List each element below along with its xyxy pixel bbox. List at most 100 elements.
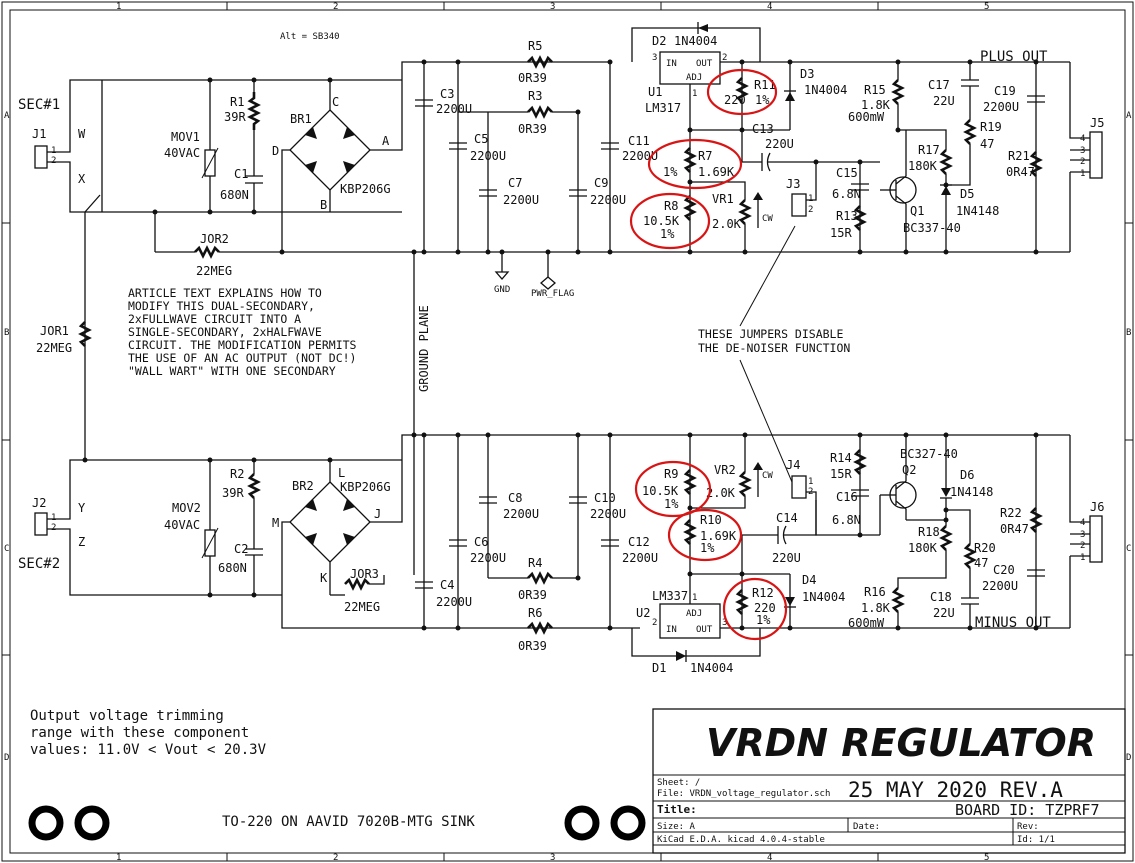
schematic-label: 6.8N <box>832 513 861 527</box>
schematic-label: ARTICLE TEXT EXPLAINS HOW TO <box>128 286 322 300</box>
schematic-label: R1 <box>230 95 244 109</box>
schematic-label: 1% <box>660 227 675 241</box>
schematic-label: C13 <box>752 122 774 136</box>
schematic-label: 180K <box>908 541 938 555</box>
schematic-label: R21 <box>1008 149 1030 163</box>
schematic-label: 1 <box>51 146 56 156</box>
bottom-filter: C4 2200U C6 2200U C8 2200U C10 2200U C12… <box>413 435 658 653</box>
col-label: 4 <box>767 853 772 863</box>
schematic-label: 40VAC <box>164 146 200 160</box>
schematic-label: 220 <box>724 93 746 107</box>
col-label: 3 <box>550 2 555 12</box>
j3-jumper <box>791 193 807 217</box>
schematic-label: ADJ <box>686 609 702 619</box>
schematic-label: Title: <box>657 803 697 816</box>
schematic-label: R9 <box>664 467 678 481</box>
schematic-label: B <box>320 198 327 212</box>
schematic-label: Output voltage trimming <box>30 708 224 724</box>
schematic-label: 2 <box>1080 541 1085 551</box>
schematic-label: 15R <box>830 467 852 481</box>
schematic-label: BC327-40 <box>900 447 958 461</box>
row-label: C <box>1126 544 1131 554</box>
schematic-label: 4 <box>1080 134 1085 144</box>
schematic-label: 1N4004 <box>674 34 717 48</box>
schematic-label: 0R39 <box>518 122 547 136</box>
schematic-label: R18 <box>918 525 940 539</box>
schematic-label: 600mW <box>848 110 885 124</box>
schematic-label: VR1 <box>712 192 734 206</box>
schematic-label: 2 <box>722 53 727 63</box>
schematic-label: CW <box>762 214 773 224</box>
schematic-label: R10 <box>700 513 722 527</box>
schematic-label: KiCad E.D.A. kicad 4.0.4-stable <box>657 835 825 845</box>
schematic-label: R8 <box>664 199 678 213</box>
schematic-label: 1 <box>692 593 697 603</box>
alt-note: Alt = SB340 <box>280 32 340 42</box>
j4-jumper <box>791 475 807 499</box>
schematic-label: 47 <box>974 556 988 570</box>
schematic-label: 220 <box>754 601 776 615</box>
schematic-label: C1 <box>234 167 248 181</box>
schematic-label: D5 <box>960 187 974 201</box>
schematic-label: J5 <box>1090 116 1104 130</box>
schematic-label: 1N4148 <box>956 204 999 218</box>
schematic-label: 22MEG <box>36 341 72 355</box>
schematic-label: M <box>272 516 279 530</box>
schematic-label: MOV1 <box>171 130 200 144</box>
schematic-label: THESE JUMPERS DISABLE <box>698 327 843 341</box>
schematic-label: 1% <box>663 165 678 179</box>
schematic-label: R12 <box>752 586 774 600</box>
br2-bridge <box>289 481 371 563</box>
col-label: 4 <box>767 2 772 12</box>
schematic-label: R11 <box>754 78 776 92</box>
schematic-label: Z <box>78 535 85 549</box>
jumper-note: THESE JUMPERS DISABLE THE DE-NOISER FUNC… <box>698 225 850 483</box>
schematic-label: 180K <box>908 159 938 173</box>
article-note: ARTICLE TEXT EXPLAINS HOW TO MODIFY THIS… <box>128 286 357 378</box>
schematic-label: C15 <box>836 166 858 180</box>
board-id: BOARD ID: TZPRF7 <box>955 801 1100 819</box>
schematic-label: 2xFULLWAVE CIRCUIT INTO A <box>128 312 301 326</box>
schematic-label: D6 <box>960 468 974 482</box>
j1-label: J1 <box>32 127 46 141</box>
schematic-label: Rev: <box>1017 822 1039 832</box>
schematic-label: C14 <box>776 511 798 525</box>
schematic-label: 1.8K <box>861 98 891 112</box>
schematic-label: U1 <box>648 85 662 99</box>
schematic-label: 1% <box>664 497 679 511</box>
schematic-label: 1 <box>1080 169 1085 179</box>
schematic-label: GND <box>494 285 510 295</box>
schematic-label: J3 <box>786 177 800 191</box>
schematic-label: J <box>374 507 381 521</box>
schematic-label: 3 <box>652 53 657 63</box>
schematic-label: R15 <box>864 83 886 97</box>
title-block: VRDN REGULATOR Sheet: / File: VRDN_volta… <box>652 708 1126 854</box>
col-label: 2 <box>333 2 338 12</box>
schematic-label: Id: 1/1 <box>1017 835 1055 845</box>
schematic-label: VR2 <box>714 463 736 477</box>
schematic-label: C19 <box>994 84 1016 98</box>
schematic-label: IN <box>666 625 677 635</box>
schematic-label: 2200U <box>436 102 472 116</box>
negative-regulator: IN OUT ADJ 2 3 1 LM337 U2 D1 1N4004 R12 … <box>631 435 1104 675</box>
schematic-label: 1N4004 <box>804 83 847 97</box>
schematic-label: 2 <box>51 156 56 166</box>
schematic-label: 1.8K <box>861 601 891 615</box>
schematic-label: 1N4148 <box>950 485 993 499</box>
schematic-label: 39R <box>222 486 244 500</box>
schematic-label: C8 <box>508 491 522 505</box>
schematic-label: R13 <box>836 209 858 223</box>
schematic-label: 1% <box>756 613 771 627</box>
schematic-label: J2 <box>32 496 46 510</box>
schematic-label: J6 <box>1090 500 1104 514</box>
schematic-label: D <box>272 144 279 158</box>
schematic-label: BC337-40 <box>903 221 961 235</box>
schematic-label: BR2 <box>292 479 314 493</box>
schematic-label: R5 <box>528 39 542 53</box>
schematic-label: KBP206G <box>340 480 391 494</box>
schematic-label: W <box>78 127 86 141</box>
schematic-label: C16 <box>836 490 858 504</box>
schematic-label: 3 <box>722 618 727 628</box>
input-section-1: SEC#1 J1 1 2 W X MOV1 40VAC R1 39R C1 68… <box>18 61 610 252</box>
